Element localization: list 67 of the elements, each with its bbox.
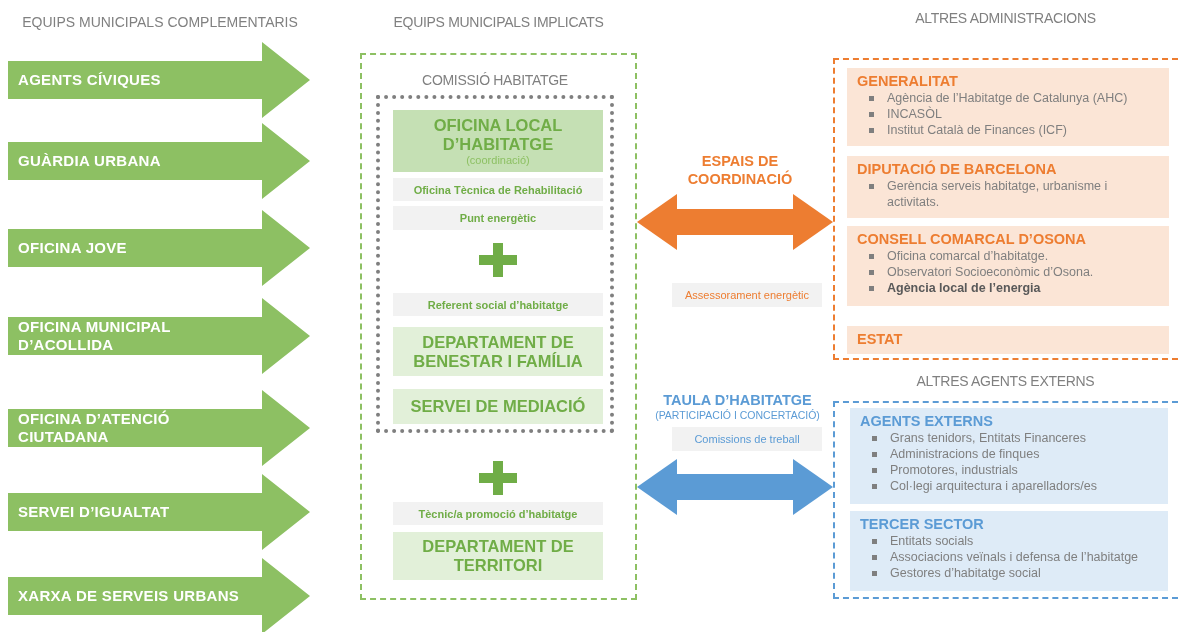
arrow-label: OFICINA MUNICIPAL D’ACOLLIDA <box>18 317 172 355</box>
process-box <box>393 389 603 424</box>
arrow-label: XARXA DE SERVEIS URBANS <box>18 586 241 606</box>
list-item: Promotores, industrials <box>860 462 1158 478</box>
arrow-label: OFICINA D’ATENCIÓ CIUTADANA <box>18 409 171 447</box>
card-heading: ESTAT <box>857 330 904 348</box>
card-heading: CONSELL COMARCAL D’OSONA <box>857 230 1088 248</box>
list-item: Col·legi arquitectura i aparelladors/es <box>860 478 1158 494</box>
section-subheading: (PARTICIPACIÓ I CONCERTACIÓ) <box>654 409 821 421</box>
info-card <box>847 156 1169 218</box>
group-frame <box>833 10 1178 360</box>
info-card <box>850 408 1168 504</box>
process-box <box>393 110 603 172</box>
list-item: Administracions de finques <box>860 446 1158 462</box>
group-frame <box>833 373 1178 599</box>
box-label: Referent social d’habitatge <box>427 298 569 311</box>
list-item: Institut Català de Finances (ICF) <box>857 122 1159 138</box>
list-item: Agència local de l’energia <box>857 280 1159 296</box>
arrow-shape <box>8 474 310 550</box>
box-label: Assessorament energètic <box>684 289 810 301</box>
section-heading: TAULA D’HABITATGE <box>662 392 813 408</box>
process-box <box>393 532 603 580</box>
box-label: Tècnic/a promoció d’habitatge <box>418 507 578 520</box>
arrow-label: AGENTS CÍVIQUES <box>18 70 162 90</box>
card-heading: GENERALITAT <box>857 72 959 90</box>
box-subtitle: (coordinació) <box>466 154 530 166</box>
info-card <box>847 68 1169 146</box>
arrow-label: SERVEI D’IGUALTAT <box>18 502 171 522</box>
double-arrow <box>637 459 833 515</box>
group-heading: ALTRES ADMINISTRACIONS <box>914 10 1097 26</box>
info-card <box>847 326 1169 354</box>
box-label: Comissions de treball <box>694 433 800 445</box>
group-heading: COMISSIÓ HABITATGE <box>421 72 569 88</box>
list-item: Entitats socials <box>860 533 1158 549</box>
card-heading: DIPUTACIÓ DE BARCELONA <box>857 160 1058 178</box>
group-heading: ALTRES AGENTS EXTERNS <box>915 373 1096 389</box>
list-item: Gerència serveis habitatge, urbanisme i activitats. <box>857 178 1159 210</box>
arrow-shape <box>8 123 310 199</box>
list-item: Gestores d’habitatge social <box>860 565 1158 581</box>
double-arrow <box>637 194 833 250</box>
list-item: Observatori Socioeconòmic d’Osona. <box>857 264 1159 280</box>
list-item: INCASÒL <box>857 106 1159 122</box>
box-label: Punt energètic <box>459 212 537 224</box>
arrow-shape <box>8 390 310 466</box>
box-title: OFICINA LOCAL D’HABITATGE <box>432 116 564 154</box>
list-item: Agència de l’Habitatge de Catalunya (AHC) <box>857 90 1159 106</box>
section-heading: ESPAIS DE COORDINACIÓ <box>686 152 794 188</box>
box-title: DEPARTAMENT DE TERRITORI <box>421 537 575 575</box>
info-card <box>847 226 1169 306</box>
arrow-label: OFICINA JOVE <box>18 238 128 258</box>
list-item: Grans tenidors, Entitats Financeres <box>860 430 1158 446</box>
arrow-shape <box>8 558 310 632</box>
box-label: Oficina Tècnica de Rehabilitació <box>413 183 583 196</box>
arrow-shape <box>8 210 310 286</box>
card-heading: TERCER SECTOR <box>860 515 985 533</box>
list-item: Associacions veïnals i defensa de l’habitatge <box>860 549 1158 565</box>
group-heading: EQUIPS MUNICIPALS IMPLICATS <box>392 14 605 30</box>
card-heading: AGENTS EXTERNS <box>860 412 994 430</box>
arrow-label: GUÀRDIA URBANA <box>18 151 162 171</box>
arrow-shape <box>8 42 310 118</box>
box-title: DEPARTAMENT DE BENESTAR I FAMÍLIA <box>412 332 584 371</box>
list-item: Oficina comarcal d’habitatge. <box>857 248 1159 264</box>
process-box <box>393 327 603 376</box>
box-title: SERVEI DE MEDIACIÓ <box>409 397 587 416</box>
column-heading: EQUIPS MUNICIPALS COMPLEMENTARIS <box>21 14 299 30</box>
info-card <box>850 511 1168 591</box>
arrow-shape <box>8 298 310 374</box>
